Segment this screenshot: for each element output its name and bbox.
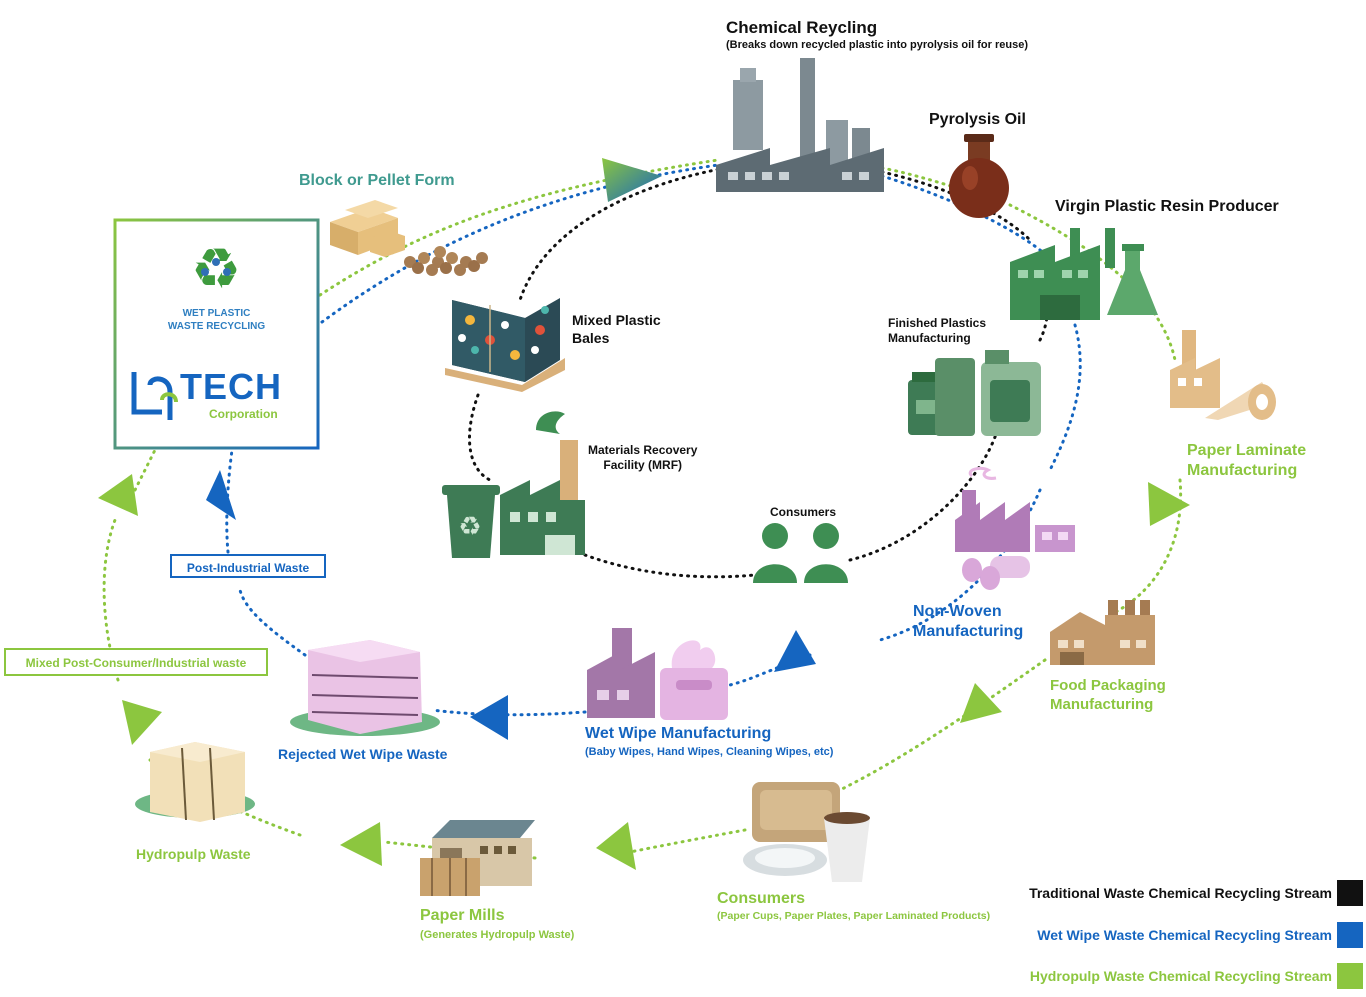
green-arrow-icon (98, 474, 138, 516)
company-card: ♻ (113, 218, 320, 450)
legend-swatch-green (1337, 963, 1363, 989)
mrf-facility-icon: ♻ (442, 411, 585, 558)
block-pellet-label: Block or Pellet Form (299, 172, 455, 189)
blue-arrow-icon (774, 630, 816, 672)
legend-label-blue: Wet Wipe Waste Chemical Recycling Stream (1037, 927, 1332, 943)
gradient-arrow-icon (602, 158, 662, 202)
green-arrow-icon (340, 822, 382, 866)
pyrolysis-oil-flask-icon (949, 134, 1009, 218)
paper-products-icon (743, 782, 870, 882)
legend-swatch-black (1337, 880, 1363, 906)
company-brand: TECH (180, 366, 282, 407)
rejected-wipe-label: Rejected Wet Wipe Waste (278, 746, 448, 762)
company-brand-sub: Corporation (209, 407, 278, 421)
consumers-inner-label: Consumers (770, 505, 837, 519)
resin-factory-icon (1010, 228, 1158, 320)
green-arrow-icon (122, 700, 162, 745)
chemical-recycling-subtitle: (Breaks down recycled plastic into pyrol… (726, 39, 1028, 51)
post-industrial-badge: Post-Industrial Waste (170, 554, 326, 578)
hydropulp-waste-label: Hydropulp Waste (136, 846, 251, 862)
pyrolysis-oil-label: Pyrolysis Oil (929, 111, 1026, 128)
consumers-outer-title: Consumers (717, 890, 806, 907)
green-arrow-icon (1148, 482, 1190, 526)
recycle-droplets-icon: ♻ (191, 237, 241, 302)
mixed-post-consumer-badge: Mixed Post-Consumer/Industrial waste (4, 648, 268, 676)
plastic-containers-icon (908, 350, 1041, 436)
paper-mill-icon (420, 820, 535, 896)
wet-wipe-mfg-subtitle: (Baby Wipes, Hand Wipes, Cleaning Wipes,… (585, 746, 834, 758)
svg-text:♻: ♻ (458, 512, 481, 542)
chemical-recycling-title: Chemical Reycling (726, 18, 878, 37)
block-pellet-icon (330, 200, 488, 276)
virgin-resin-label: Virgin Plastic Resin Producer (1055, 198, 1279, 215)
wet-wipe-factory-icon (587, 628, 728, 720)
food-packaging-factory-icon (1050, 600, 1155, 665)
chemical-plant-icon (716, 58, 884, 192)
blue-arrow-icon (206, 470, 236, 520)
paper-mills-subtitle: (Generates Hydropulp Waste) (420, 929, 575, 941)
legend-swatch-blue (1337, 922, 1363, 948)
paper-mills-title: Paper Mills (420, 907, 505, 924)
paper-laminate-factory-icon (1170, 330, 1276, 420)
wet-wipe-bale-icon (290, 640, 440, 736)
hydropulp-bale-icon (135, 742, 255, 822)
legend-label-black: Traditional Waste Chemical Recycling Str… (1029, 885, 1332, 901)
green-arrow-icon (596, 822, 636, 870)
plastic-bale-icon (445, 298, 565, 392)
legend-label-green: Hydropulp Waste Chemical Recycling Strea… (1029, 968, 1332, 984)
consumers-outer-subtitle: (Paper Cups, Paper Plates, Paper Laminat… (717, 910, 991, 922)
blue-arrow-icon (470, 695, 508, 740)
wet-wipe-mfg-title: Wet Wipe Manufacturing (585, 725, 772, 742)
consumers-icon (753, 523, 848, 583)
non-woven-factory-icon (955, 466, 1075, 590)
green-arrow-icon (960, 683, 1002, 723)
